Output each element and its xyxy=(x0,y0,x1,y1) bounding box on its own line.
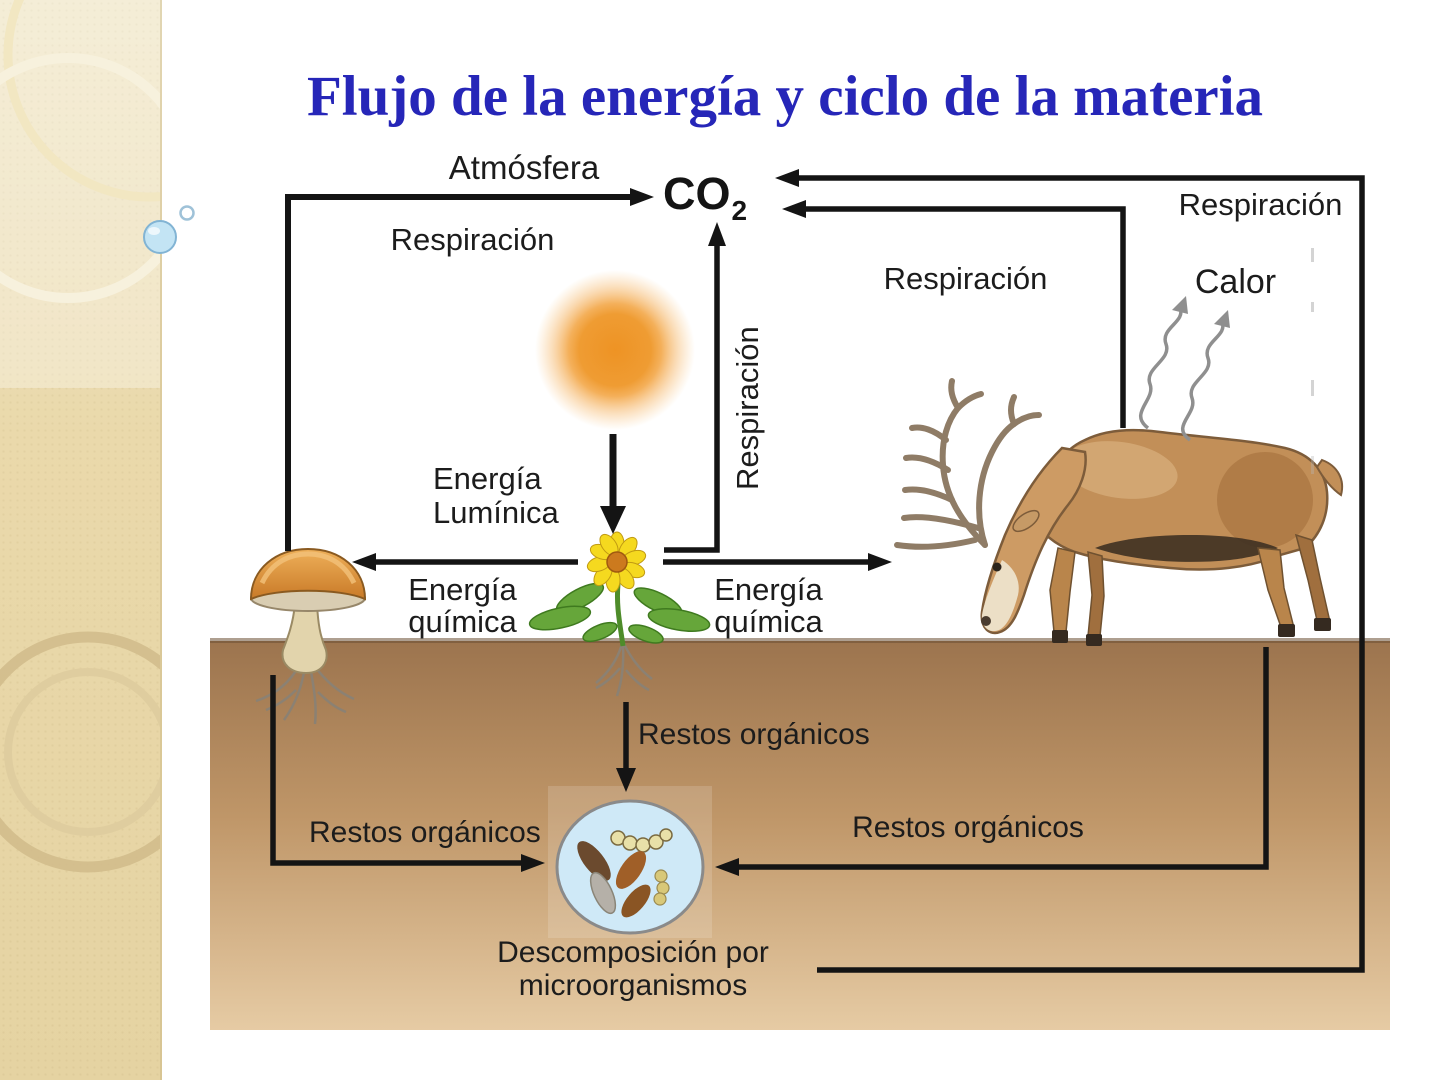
arrow-deer-respiration-to-co2 xyxy=(804,206,1126,428)
sidebar-ring-bottom-outer xyxy=(0,631,160,873)
deer-antlers xyxy=(894,378,1042,550)
sidebar-ring-top-right xyxy=(3,0,160,202)
mushroom-illustration xyxy=(249,547,367,725)
sidebar-ring-bottom-inner xyxy=(4,668,160,836)
sidebar-ring-top xyxy=(0,53,160,303)
faint-dashes xyxy=(1311,248,1314,474)
deer-eye xyxy=(992,562,1002,572)
sun-icon xyxy=(535,270,695,430)
deer-nose xyxy=(981,616,991,626)
deer-ear xyxy=(1012,509,1040,533)
plant-roots xyxy=(595,643,653,697)
small-bubble-icon xyxy=(179,205,195,221)
decorative-sidebar xyxy=(0,0,162,1080)
deer-legs xyxy=(1049,533,1331,637)
microorganisms-illustration xyxy=(548,786,712,938)
deer-belly-shadow xyxy=(1095,535,1278,562)
flow-arrows xyxy=(270,175,1365,973)
plant-illustration xyxy=(528,531,711,697)
deer-hooves xyxy=(1052,618,1331,646)
deer-tail xyxy=(1315,458,1343,497)
sidebar-circles xyxy=(0,0,160,873)
arrow-fungus-to-atmosphere xyxy=(285,194,632,551)
heat-wave-icons xyxy=(1139,307,1225,442)
deer-muzzle xyxy=(981,560,1019,632)
bubble-decorations xyxy=(143,205,195,254)
arrowheads xyxy=(352,169,892,876)
plant-stem xyxy=(615,583,626,647)
soil-ground xyxy=(210,638,1390,1030)
bubble-icon xyxy=(143,220,177,254)
arrow-fungus-remains-to-microbes xyxy=(270,675,523,866)
microbes xyxy=(577,828,673,918)
deer-illustration xyxy=(894,378,1343,646)
plant-flower xyxy=(586,531,647,593)
heat-wave-arrowheads xyxy=(1172,296,1230,328)
plant-leaves xyxy=(528,582,711,644)
arrow-deer-remains-to-microbes xyxy=(737,647,1269,870)
arrow-plant-respiration-to-co2 xyxy=(664,244,720,553)
mushroom-stem xyxy=(281,603,328,675)
arrow-decomposers-respiration-to-co2 xyxy=(797,175,1365,973)
